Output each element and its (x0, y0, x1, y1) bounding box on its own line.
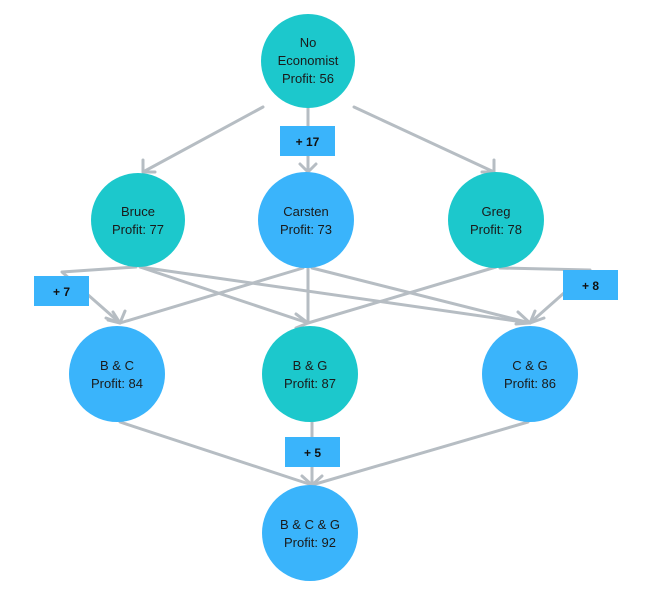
node-circle (262, 485, 358, 581)
node-carsten: Carsten Profit: 73 (258, 172, 354, 268)
node-circle (261, 14, 355, 108)
badge-label: + 8 (582, 279, 599, 293)
edge-greg-bg (306, 265, 498, 325)
node-profit: Profit: 78 (470, 222, 522, 237)
edge-arrowhead-greg (480, 158, 496, 174)
edge-bc-bcg (118, 420, 314, 487)
node-profit: Profit: 56 (282, 71, 334, 86)
badge-label: + 5 (304, 446, 321, 460)
edge-arrowhead-bcg (300, 474, 324, 487)
edge-carsten-cg (310, 266, 532, 325)
node-profit: Profit: 92 (284, 535, 336, 550)
node-circle (69, 326, 165, 422)
badge-box (563, 270, 618, 300)
badge-plus-8: + 8 (563, 270, 618, 300)
badge-label: + 7 (53, 285, 70, 299)
node-circle (258, 172, 354, 268)
edge-none-bruce (141, 105, 265, 174)
node-c-and-g: C & G Profit: 86 (482, 326, 578, 422)
edge-bruce-cg (138, 265, 532, 325)
edge-none-greg (352, 105, 496, 174)
badge-box (280, 126, 335, 156)
edge-arrowhead-cg-right (528, 309, 546, 325)
badge-box (285, 437, 340, 467)
node-greg: Greg Profit: 78 (448, 172, 544, 268)
node-label: B & G (293, 358, 328, 373)
edge-arrowhead-carsten (298, 162, 318, 174)
badge-box (34, 276, 89, 306)
edge-carsten-bc (118, 266, 305, 325)
edge-arrowhead-bruce (141, 158, 157, 174)
node-label: B & C & G (280, 517, 340, 532)
node-label: Greg (482, 204, 511, 219)
node-b-c-and-g: B & C & G Profit: 92 (262, 485, 358, 581)
node-circle (262, 326, 358, 422)
badge-plus-17: + 17 (280, 126, 335, 156)
node-label: Bruce (121, 204, 155, 219)
badge-label: + 17 (296, 135, 320, 149)
edge-bruce-bg (138, 265, 310, 325)
node-profit: Profit: 87 (284, 376, 336, 391)
node-profit: Profit: 77 (112, 222, 164, 237)
edge-arrowhead-bc-right (106, 310, 122, 325)
node-circle (482, 326, 578, 422)
node-bruce: Bruce Profit: 77 (91, 173, 185, 267)
edge-cg-bcg (310, 420, 530, 487)
node-label: Economist (278, 53, 339, 68)
edges (60, 105, 592, 487)
node-profit: Profit: 86 (504, 376, 556, 391)
node-b-and-c: B & C Profit: 84 (69, 326, 165, 422)
node-label: No (300, 35, 317, 50)
badge-plus-5: + 5 (285, 437, 340, 467)
node-profit: Profit: 73 (280, 222, 332, 237)
node-label: Carsten (283, 204, 329, 219)
node-label: B & C (100, 358, 134, 373)
badge-plus-7: + 7 (34, 276, 89, 306)
node-label: C & G (512, 358, 547, 373)
node-b-and-g: B & G Profit: 87 (262, 326, 358, 422)
node-no-economist: No Economist Profit: 56 (261, 14, 355, 108)
node-circle (448, 172, 544, 268)
node-profit: Profit: 84 (91, 376, 143, 391)
node-circle (91, 173, 185, 267)
edge-bruce-bc (60, 265, 138, 325)
